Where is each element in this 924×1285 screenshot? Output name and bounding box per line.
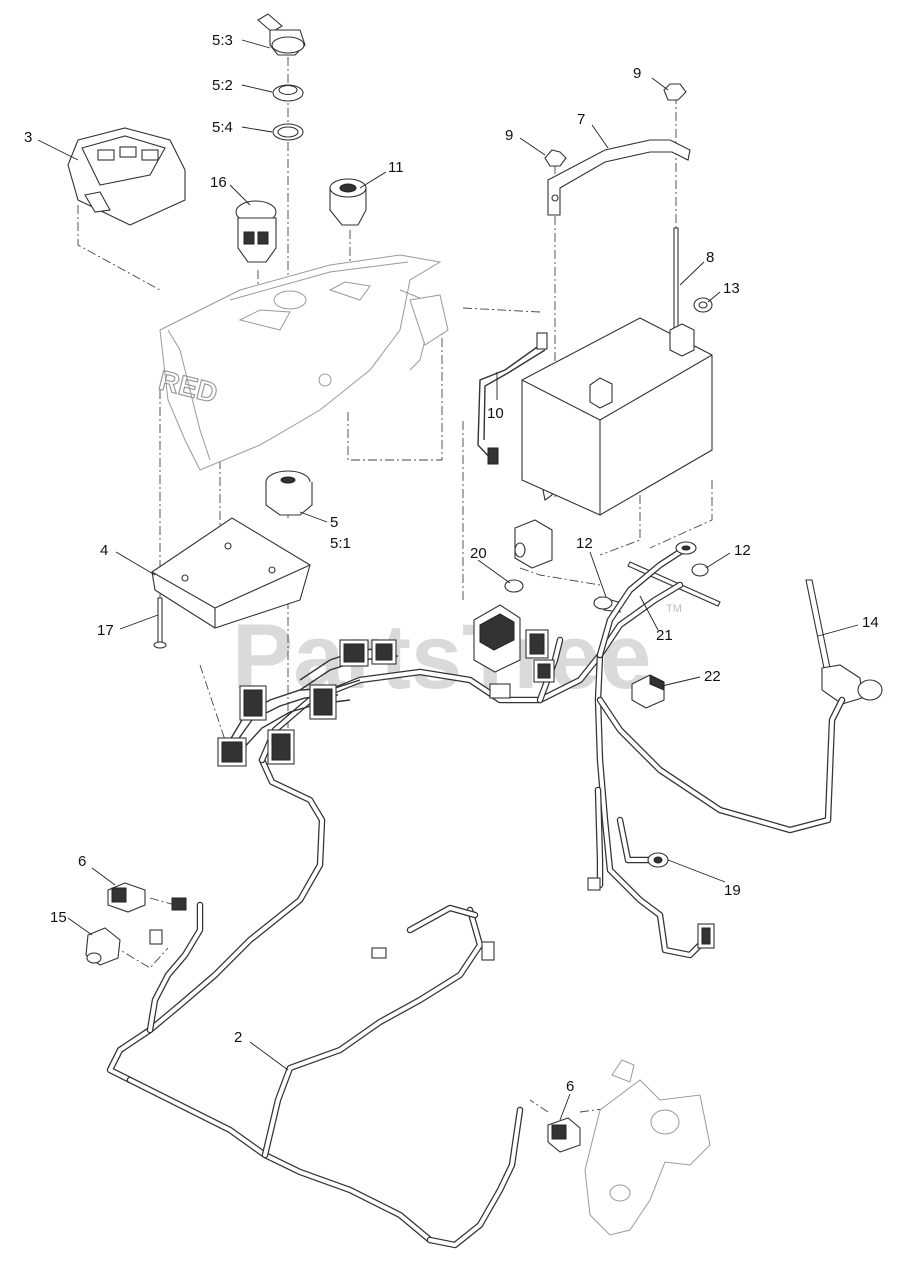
switch-washer bbox=[272, 123, 304, 141]
relay bbox=[514, 519, 553, 569]
battery-jumper-cable bbox=[477, 332, 548, 465]
callout-8: 8 bbox=[706, 249, 714, 266]
harness-connector-cluster-middle bbox=[473, 604, 555, 699]
harness-connector-cluster-left bbox=[217, 639, 399, 767]
callout-5-4: 5:4 bbox=[212, 119, 233, 136]
callout-12-right: 12 bbox=[734, 542, 751, 559]
safety-switch-lower bbox=[547, 1117, 581, 1153]
upper-harness-trunk bbox=[258, 581, 846, 959]
callout-10: 10 bbox=[487, 405, 504, 422]
hour-meter-display bbox=[67, 127, 186, 226]
callout-17: 17 bbox=[97, 622, 114, 639]
callout-6-upper: 6 bbox=[78, 853, 86, 870]
electronic-controller bbox=[151, 517, 311, 629]
callout-6-lower: 6 bbox=[566, 1078, 574, 1095]
callout-9-left: 9 bbox=[505, 127, 513, 144]
connector-22 bbox=[631, 674, 665, 709]
callout-labels: 5:3 5:2 5:4 3 16 11 9 9 7 8 13 10 5 5:1 … bbox=[24, 32, 879, 1095]
callout-22: 22 bbox=[704, 668, 721, 685]
callout-5: 5 bbox=[330, 514, 338, 531]
hex-nut bbox=[693, 297, 713, 313]
callout-11: 11 bbox=[388, 159, 404, 176]
control-console-housing: RED bbox=[155, 254, 449, 471]
callout-16: 16 bbox=[210, 174, 227, 191]
bolt-right bbox=[691, 563, 709, 577]
safety-switch-upper bbox=[107, 882, 146, 913]
callout-20: 20 bbox=[470, 545, 487, 562]
callout-19: 19 bbox=[724, 882, 741, 899]
callout-12-left: 12 bbox=[576, 535, 593, 552]
frame-bracket bbox=[584, 1059, 711, 1236]
seat-switch-sensor bbox=[805, 579, 883, 705]
controller-bolt bbox=[153, 597, 167, 649]
ignition-key bbox=[257, 13, 306, 56]
callout-9-right: 9 bbox=[633, 65, 641, 82]
switch-nut bbox=[272, 84, 304, 102]
callout-7: 7 bbox=[577, 111, 585, 128]
main-wire-harness bbox=[106, 756, 524, 1249]
assembly-lines bbox=[77, 40, 713, 1113]
battery bbox=[521, 317, 713, 516]
brake-switch bbox=[85, 927, 121, 966]
callout-5-3: 5:3 bbox=[212, 32, 233, 49]
battery-positive-cable bbox=[593, 541, 697, 659]
callout-21: 21 bbox=[656, 627, 673, 644]
callout-5-2: 5:2 bbox=[212, 77, 233, 94]
pto-switch bbox=[235, 200, 277, 263]
callout-3: 3 bbox=[24, 129, 32, 146]
ground-cable-ring-terminal bbox=[587, 852, 715, 949]
ignition-switch bbox=[265, 470, 313, 516]
watermark: PartsTree bbox=[232, 606, 651, 708]
power-outlet bbox=[329, 178, 367, 226]
callout-13: 13 bbox=[723, 280, 740, 297]
wing-nut-left bbox=[544, 149, 567, 167]
battery-hold-down-bracket bbox=[547, 139, 691, 216]
callout-15: 15 bbox=[50, 909, 67, 926]
callout-14: 14 bbox=[862, 614, 879, 631]
callout-4: 4 bbox=[100, 542, 108, 559]
callout-5-1: 5:1 bbox=[330, 535, 351, 552]
wing-nut-right bbox=[663, 83, 687, 101]
leader-lines bbox=[37, 39, 859, 1121]
callout-2: 2 bbox=[234, 1029, 242, 1046]
watermark-trademark: TM bbox=[666, 603, 682, 615]
